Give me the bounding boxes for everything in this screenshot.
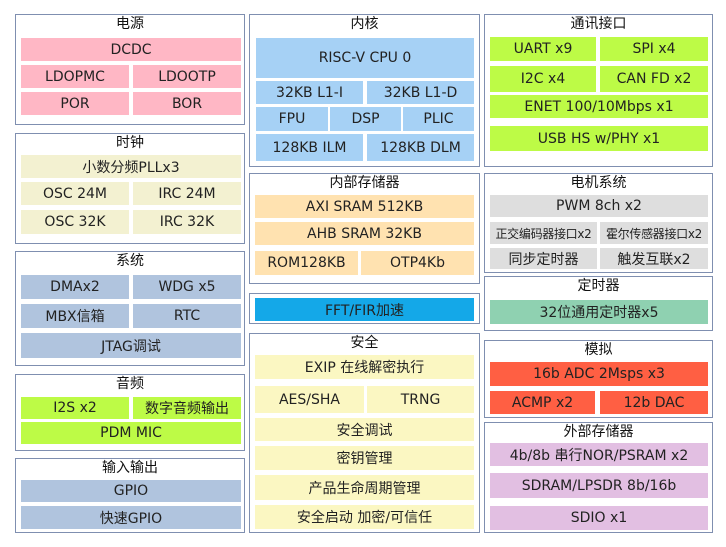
irc32-block: IRC 32K — [133, 210, 241, 234]
sdram-block: SDRAM/LPSDR 8b/16b — [490, 473, 708, 498]
audio-title: 音频 — [116, 376, 144, 392]
system-group: 系统 DMAx2 WDG x5 MBX信箱 RTC JTAG调试 — [15, 251, 245, 366]
rtc-block: RTC — [133, 304, 241, 328]
spi-block: SPI x4 — [600, 37, 708, 61]
dcdc-block: DCDC — [21, 38, 241, 61]
sync-timer-block: 同步定时器 — [490, 248, 597, 269]
dlm-block: 128KB DLM — [367, 134, 474, 161]
ldootp-block: LDOOTP — [133, 65, 241, 88]
analog-group: 模拟 16b ADC 2Msps x3 ACMP x2 12b DAC — [484, 340, 713, 418]
i2c-block: I2C x4 — [490, 66, 596, 92]
security-title: 安全 — [350, 335, 379, 351]
internal-memory-group: 内部存储器 AXI SRAM 512KB AHB SRAM 32KB ROM12… — [249, 173, 480, 284]
clock-group: 时钟 小数分频PLLx3 OSC 24M IRC 24M OSC 32K IRC… — [15, 133, 245, 244]
l1i-cache-block: 32KB L1-I — [256, 81, 363, 104]
fast-gpio-block: 快速GPIO — [21, 506, 241, 529]
power-title: 电源 — [116, 16, 144, 32]
system-title: 系统 — [116, 253, 144, 269]
motor-group: 电机系统 PWM 8ch x2 正交编码器接口x2 霍尔传感器接口x2 同步定时… — [484, 173, 713, 273]
can-fd-block: CAN FD x2 — [600, 66, 708, 92]
plic-block: PLIC — [403, 107, 474, 131]
key-management-block: 密钥管理 — [255, 446, 474, 470]
pll-block: 小数分频PLLx3 — [21, 155, 241, 178]
mbx-block: MBX信箱 — [21, 304, 129, 328]
core-group: 内核 RISC-V CPU 0 32KB L1-I 32KB L1-D FPU … — [249, 14, 480, 167]
ldopmc-block: LDOPMC — [21, 65, 129, 88]
io-title: 输入输出 — [102, 460, 158, 476]
osc24-block: OSC 24M — [21, 182, 129, 205]
dac-block: 12b DAC — [600, 391, 708, 414]
comm-group: 通讯接口 UART x9 SPI x4 I2C x4 CAN FD x2 ENE… — [484, 14, 713, 167]
osc32-block: OSC 32K — [21, 210, 129, 234]
enet-block: ENET 100/10Mbps x1 — [490, 95, 708, 118]
hall-sensor-block: 霍尔传感器接口x2 — [600, 222, 708, 244]
qei-block: 正交编码器接口x2 — [490, 222, 597, 244]
timer-title: 定时器 — [577, 278, 620, 294]
fft-group: FFT/FIR加速 — [249, 293, 480, 324]
external-memory-title: 外部存储器 — [563, 424, 634, 440]
ahb-sram-block: AHB SRAM 32KB — [255, 222, 474, 245]
gp-timer-block: 32位通用定时器x5 — [490, 300, 708, 324]
io-group: 输入输出 GPIO 快速GPIO — [15, 458, 245, 533]
adc-block: 16b ADC 2Msps x3 — [490, 362, 708, 386]
dsp-block: DSP — [330, 107, 401, 131]
fpu-block: FPU — [256, 107, 328, 131]
l1d-cache-block: 32KB L1-D — [367, 81, 474, 104]
ilm-block: 128KB ILM — [256, 134, 363, 161]
trng-block: TRNG — [367, 386, 474, 413]
axi-sram-block: AXI SRAM 512KB — [255, 195, 474, 218]
sdio-block: SDIO x1 — [490, 506, 708, 530]
uart-block: UART x9 — [490, 37, 596, 61]
motor-title: 电机系统 — [570, 175, 627, 191]
analog-title: 模拟 — [584, 342, 613, 358]
clock-title: 时钟 — [116, 135, 144, 151]
power-group: 电源 DCDC LDOPMC LDOOTP POR BOR — [15, 14, 245, 125]
por-block: POR — [21, 92, 129, 115]
fft-fir-accel-block: FFT/FIR加速 — [255, 298, 474, 321]
usb-hs-block: USB HS w/PHY x1 — [490, 126, 708, 151]
exip-block: EXIP 在线解密执行 — [255, 355, 474, 379]
i2s-block: I2S x2 — [21, 397, 129, 419]
nor-psram-block: 4b/8b 串行NOR/PSRAM x2 — [490, 443, 708, 466]
security-group: 安全 EXIP 在线解密执行 AES/SHA TRNG 安全调试 密钥管理 产品… — [249, 333, 480, 533]
gpio-block: GPIO — [21, 480, 241, 502]
pwm-block: PWM 8ch x2 — [490, 195, 708, 217]
lifecycle-management-block: 产品生命周期管理 — [255, 475, 474, 500]
acmp-block: ACMP x2 — [490, 391, 595, 414]
comm-title: 通讯接口 — [570, 16, 627, 32]
internal-memory-title: 内部存储器 — [329, 175, 400, 191]
audio-group: 音频 I2S x2 数字音频输出 PDM MIC — [15, 374, 245, 451]
dma-block: DMAx2 — [21, 275, 129, 299]
otp-block: OTP4Kb — [361, 251, 474, 275]
riscv-cpu-block: RISC-V CPU 0 — [256, 38, 474, 78]
trigger-mux-block: 触发互联x2 — [600, 248, 708, 269]
jtag-block: JTAG调试 — [21, 333, 241, 358]
bor-block: BOR — [133, 92, 241, 115]
external-memory-group: 外部存储器 4b/8b 串行NOR/PSRAM x2 SDRAM/LPSDR 8… — [484, 422, 713, 533]
digital-audio-out-block: 数字音频输出 — [133, 397, 241, 419]
irc24-block: IRC 24M — [133, 182, 241, 205]
aes-sha-block: AES/SHA — [255, 386, 364, 413]
secure-boot-block: 安全启动 加密/可信任 — [255, 505, 474, 529]
pdm-mic-block: PDM MIC — [21, 422, 241, 444]
timer-group: 定时器 32位通用定时器x5 — [484, 276, 713, 331]
rom-block: ROM128KB — [255, 251, 358, 275]
core-title: 内核 — [350, 16, 379, 32]
wdg-block: WDG x5 — [133, 275, 241, 299]
secure-debug-block: 安全调试 — [255, 418, 474, 441]
